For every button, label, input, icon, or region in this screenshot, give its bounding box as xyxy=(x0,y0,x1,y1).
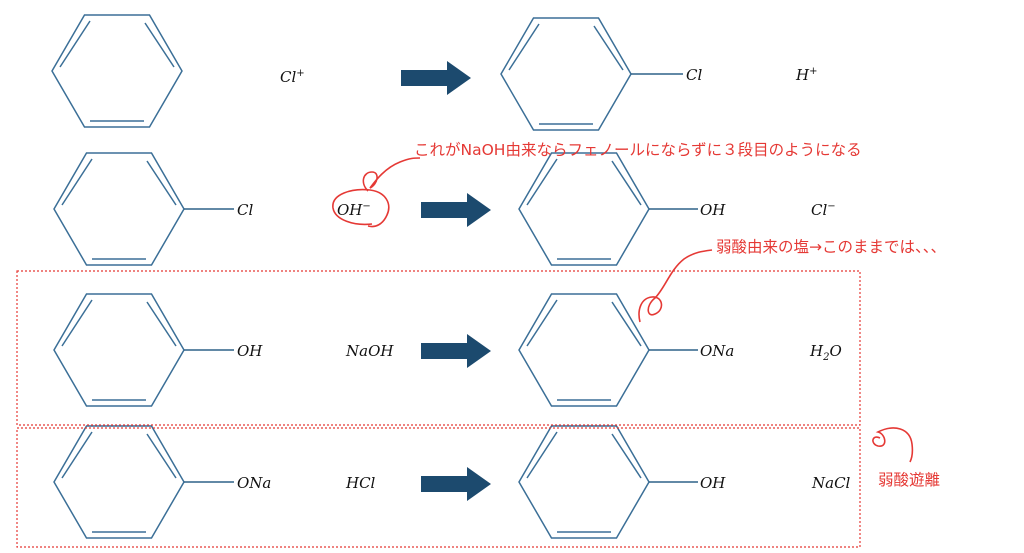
byproduct-1: H+ xyxy=(795,66,817,84)
reaction-arrow-2 xyxy=(421,193,491,227)
byproduct-4: NaCl xyxy=(811,474,851,492)
row-2: Cl OH− OH Cl− xyxy=(53,152,836,266)
reagent-4: HCl xyxy=(345,474,376,492)
reagent-3: NaOH xyxy=(345,342,394,360)
reactant-substituent-4: ONa xyxy=(237,474,271,492)
benzene-product-2 xyxy=(518,152,650,266)
benzene-reactant-2 xyxy=(53,152,185,266)
reagent-1: Cl+ xyxy=(280,68,305,86)
reagent-2: OH− xyxy=(337,201,371,219)
reaction-arrow-1 xyxy=(401,61,471,95)
annotation-oh-circle xyxy=(332,157,421,228)
byproduct-2: Cl− xyxy=(811,201,836,219)
benzene-reactant-4 xyxy=(53,425,185,539)
reaction-arrow-3 xyxy=(421,334,491,368)
displacement-note: 弱酸遊離 xyxy=(878,471,940,489)
product-substituent-2: OH xyxy=(700,201,726,219)
product-substituent-3: ONa xyxy=(700,342,734,360)
annotation-salt-curve xyxy=(638,249,713,323)
reactant-substituent-2: Cl xyxy=(237,201,253,219)
benzene-product-1 xyxy=(500,17,632,131)
row-4: ONa HCl OH NaCl xyxy=(53,425,851,539)
byproduct-3: H2O xyxy=(809,342,842,363)
benzene-reactant-3 xyxy=(53,293,185,407)
row-3: OH NaOH ONa H2O xyxy=(53,293,842,407)
benzene-reactant-1 xyxy=(51,14,183,128)
dotted-box-row-3 xyxy=(16,270,861,426)
benzene-product-4 xyxy=(518,425,650,539)
naoh-note: これがNaOH由来ならフェノールにならずに３段目のようになる xyxy=(414,141,862,159)
reactant-substituent-3: OH xyxy=(237,342,263,360)
annotation-displacement-curve xyxy=(872,427,914,463)
reaction-arrow-4 xyxy=(421,467,491,501)
dotted-box-row-4 xyxy=(16,427,861,548)
product-substituent-1: Cl xyxy=(686,66,702,84)
benzene-product-3 xyxy=(518,293,650,407)
row-1: Cl+ Cl H+ xyxy=(51,14,817,131)
product-substituent-4: OH xyxy=(700,474,726,492)
salt-note: 弱酸由来の塩→このままでは、、、 xyxy=(716,238,946,256)
